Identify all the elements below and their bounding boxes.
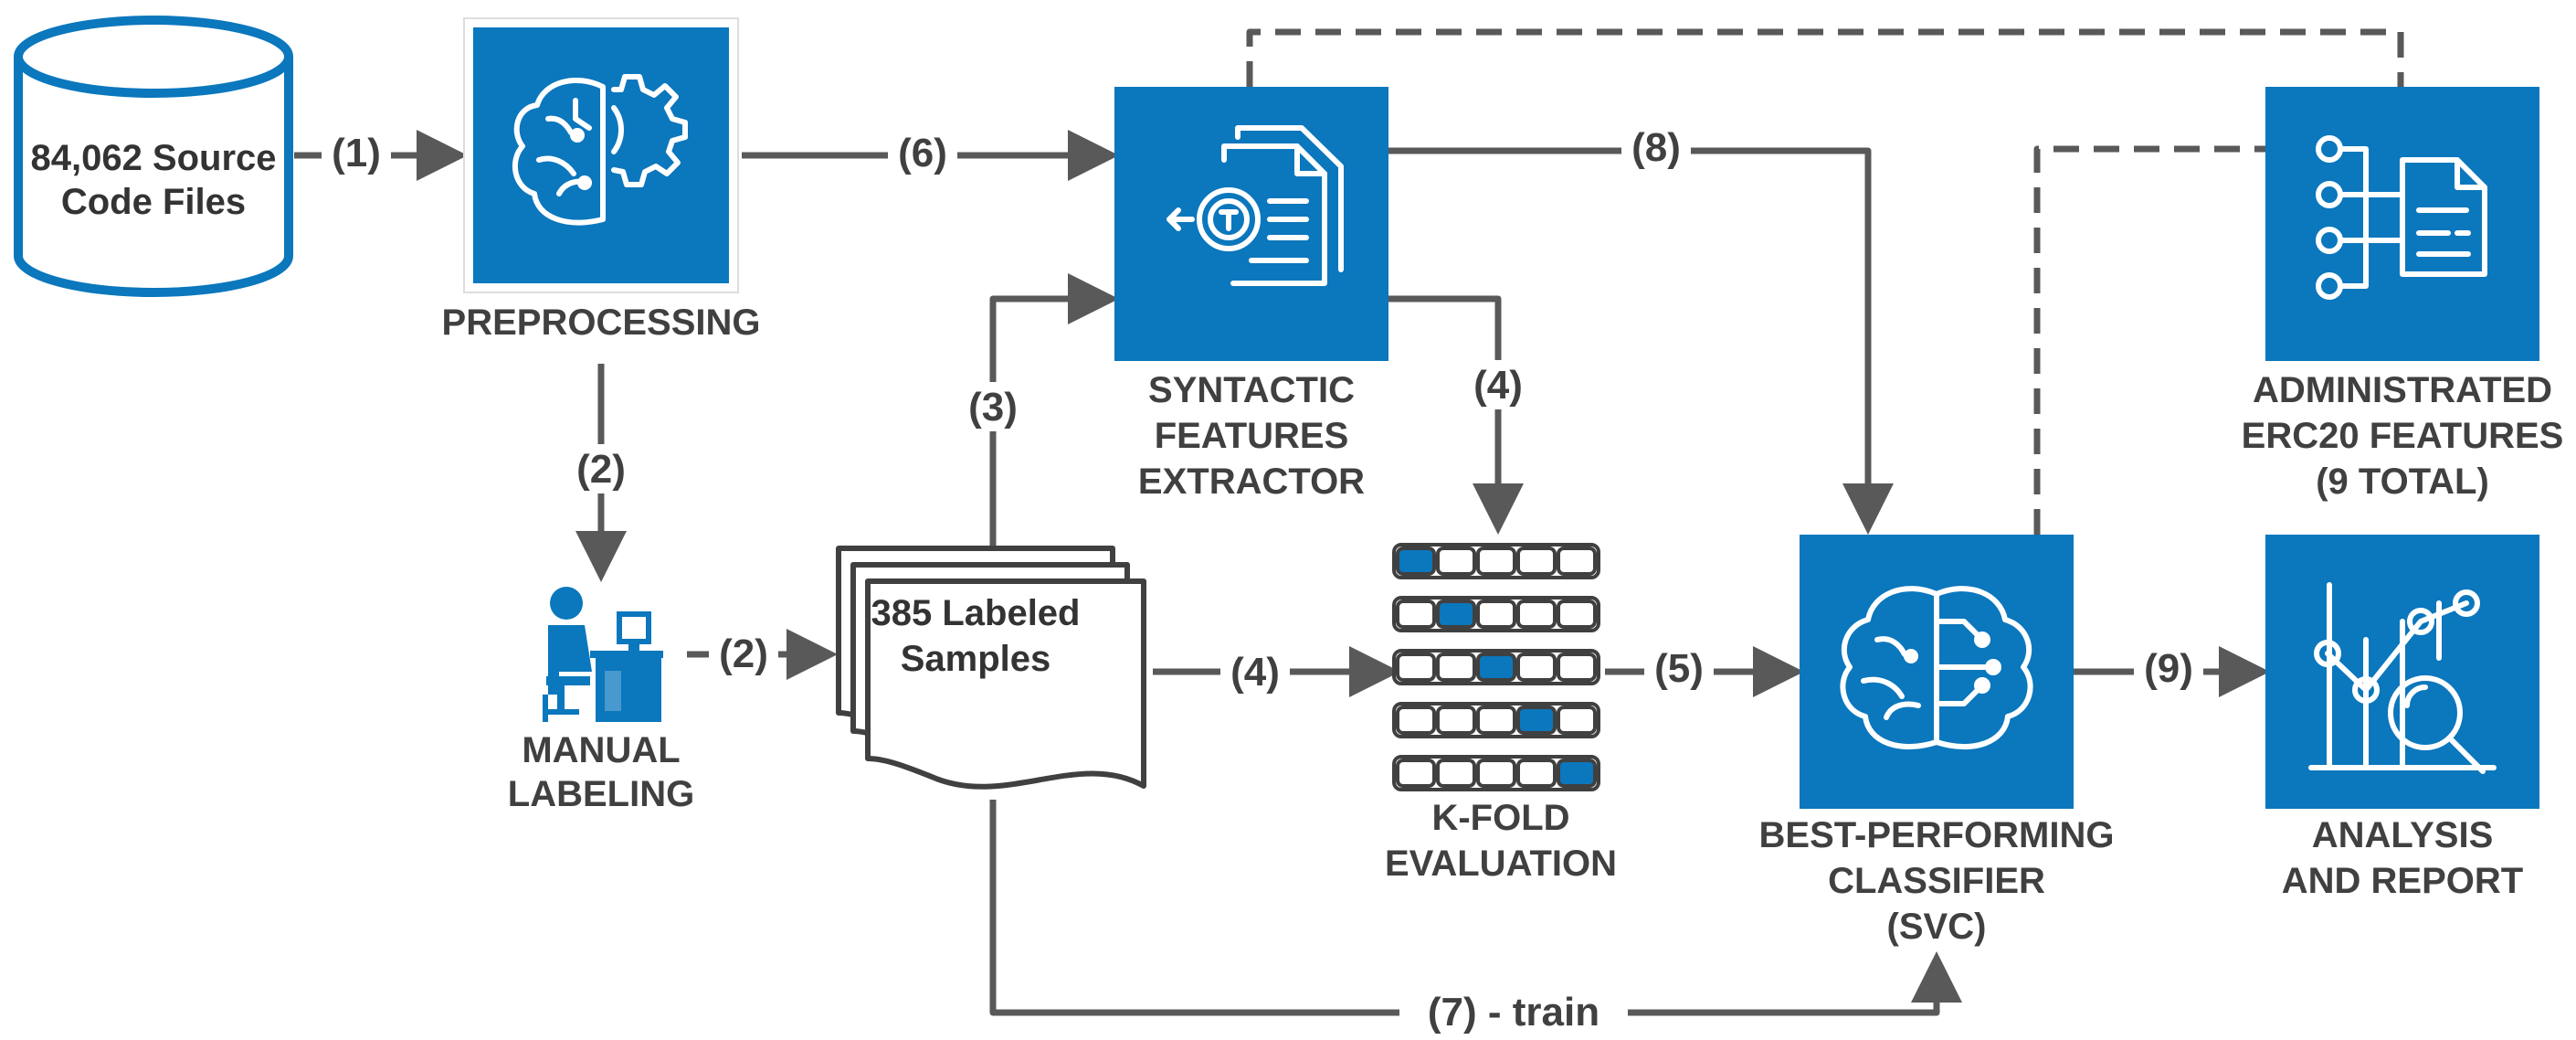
kfold-test-cell <box>1557 759 1597 788</box>
syntactic-extractor-node: SYNTACTIC FEATURES EXTRACTOR <box>1114 87 1388 502</box>
edge-label-1: (1) <box>332 131 381 175</box>
kfold-train-cell <box>1516 547 1557 576</box>
analysis-node: ANALYSIS AND REPORT <box>2265 535 2539 901</box>
kfold-train-cell <box>1476 759 1516 788</box>
kfold-grid-icon <box>1392 543 1600 791</box>
source-label-line1: 84,062 Source <box>30 138 276 178</box>
kfold-line1: K-FOLD <box>1431 798 1569 838</box>
preprocessing-node: PREPROCESSING <box>442 17 761 343</box>
kfold-train-cell <box>1516 653 1557 682</box>
analysis-line2: AND REPORT <box>2282 861 2523 901</box>
samples-label-line2: Samples <box>901 639 1051 679</box>
kfold-train-cell <box>1557 706 1597 735</box>
kfold-train-cell <box>1557 600 1597 629</box>
erc20-line2: ERC20 FEATURES <box>2242 416 2564 456</box>
kfold-train-cell <box>1476 706 1516 735</box>
edge-label-5: (5) <box>1654 646 1704 691</box>
manual-labeling-line1: MANUAL <box>522 730 680 770</box>
manual-labeling-line2: LABELING <box>508 774 694 814</box>
kfold-train-cell <box>1396 759 1436 788</box>
kfold-test-cell <box>1396 547 1436 576</box>
edge-label-4-down: (4) <box>1473 363 1523 408</box>
analysis-line1: ANALYSIS <box>2312 815 2494 855</box>
classifier-node: BEST-PERFORMING CLASSIFIER (SVC) <box>1759 535 2115 947</box>
classifier-line3: (SVC) <box>1887 907 1987 947</box>
manual-labeling-node: MANUAL LABELING <box>508 587 694 814</box>
document-scan-icon <box>1167 125 1344 286</box>
edge-labels: (1) (6) (8) (2) (2) (3) (4) (4) (5) (7) … <box>322 124 2203 1036</box>
edge-label-2-right: (2) <box>719 631 768 676</box>
edge-label-3: (3) <box>968 385 1018 430</box>
extractor-line2: FEATURES <box>1155 416 1349 456</box>
erc20-line1: ADMINISTRATED <box>2253 370 2552 410</box>
dashed-link-top <box>1246 28 2404 87</box>
edge-label-2-down: (2) <box>576 447 626 492</box>
kfold-train-cell <box>1476 547 1516 576</box>
edge-label-7: (7) - train <box>1428 990 1599 1035</box>
brain-gear-icon <box>512 74 688 226</box>
kfold-train-cell <box>1557 653 1597 682</box>
preprocessing-label: PREPROCESSING <box>442 302 761 343</box>
feature-list-icon <box>2316 135 2487 300</box>
kfold-train-cell <box>1436 547 1476 576</box>
kfold-train-cell <box>1396 600 1436 629</box>
extractor-line1: SYNTACTIC <box>1148 370 1355 410</box>
kfold-train-cell <box>1396 653 1436 682</box>
kfold-train-cell <box>1557 547 1597 576</box>
erc20-line3: (9 TOTAL) <box>2316 462 2489 502</box>
classifier-line1: BEST-PERFORMING <box>1759 815 2115 855</box>
kfold-node: K-FOLD EVALUATION <box>1385 543 1617 884</box>
kfold-train-cell <box>1436 759 1476 788</box>
kfold-train-cell <box>1396 706 1436 735</box>
chart-magnifier-icon <box>2308 582 2497 774</box>
person-at-computer-icon <box>543 587 663 722</box>
arrow-8 <box>1388 147 1894 535</box>
edge-label-6: (6) <box>898 131 947 175</box>
erc20-features-node: ADMINISTRATED ERC20 FEATURES (9 TOTAL) <box>2242 87 2564 502</box>
edge-label-4-right: (4) <box>1230 650 1280 695</box>
edge-label-8: (8) <box>1631 125 1681 170</box>
edge-label-9: (9) <box>2144 646 2193 691</box>
kfold-test-cell <box>1436 600 1476 629</box>
dashed-link-erc20 <box>2033 145 2265 535</box>
kfold-train-cell <box>1516 759 1557 788</box>
brain-circuit-icon <box>1840 586 2033 750</box>
extractor-line3: EXTRACTOR <box>1138 462 1365 502</box>
arrow-3 <box>989 273 1119 547</box>
source-label-line2: Code Files <box>61 182 246 222</box>
classifier-line2: CLASSIFIER <box>1828 861 2045 901</box>
database-cylinder-icon <box>14 16 293 297</box>
document-stack-icon <box>836 546 1146 790</box>
kfold-train-cell <box>1516 600 1557 629</box>
kfold-test-cell <box>1516 706 1557 735</box>
labeled-samples-node: 385 Labeled Samples <box>836 546 1146 790</box>
samples-label-line1: 385 Labeled <box>871 593 1080 633</box>
kfold-line2: EVALUATION <box>1385 844 1617 884</box>
kfold-train-cell <box>1436 706 1476 735</box>
arrow-4-down <box>1388 295 1524 535</box>
kfold-train-cell <box>1476 600 1516 629</box>
kfold-train-cell <box>1436 653 1476 682</box>
source-files-node: 84,062 Source Code Files <box>14 16 293 297</box>
kfold-test-cell <box>1476 653 1516 682</box>
